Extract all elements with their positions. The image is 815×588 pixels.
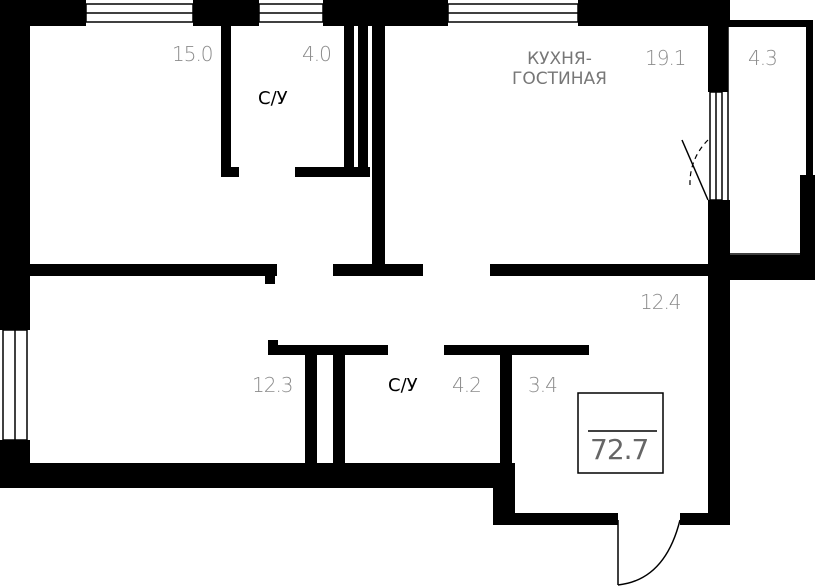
total-area: 72.7 (590, 433, 649, 466)
area-bath-2: 4.2 (452, 373, 482, 397)
exterior-walls (0, 0, 815, 525)
area-bedroom-1: 15.0 (172, 42, 214, 66)
balcony-frame (709, 20, 813, 255)
windows (2, 3, 579, 441)
area-hall: 12.4 (640, 290, 682, 314)
entrance-door (617, 519, 681, 586)
label-kitchen-line2: ГОСТИНАЯ (512, 69, 607, 89)
label-bath-2: С/У (388, 375, 418, 396)
area-kitchen-living: 19.1 (645, 46, 687, 70)
interior-walls (30, 22, 710, 465)
label-bath-1: С/У (258, 88, 288, 109)
balcony-door-swing (681, 139, 709, 201)
total-area-box (577, 392, 664, 474)
label-kitchen-living: КУХНЯ- ГОСТИНАЯ (512, 49, 607, 89)
area-vestibule: 3.4 (528, 373, 558, 397)
area-balcony: 4.3 (748, 46, 778, 70)
area-bath-1: 4.0 (302, 42, 332, 66)
label-kitchen-line1: КУХНЯ- (527, 49, 592, 69)
area-bedroom-2: 12.3 (252, 373, 294, 397)
